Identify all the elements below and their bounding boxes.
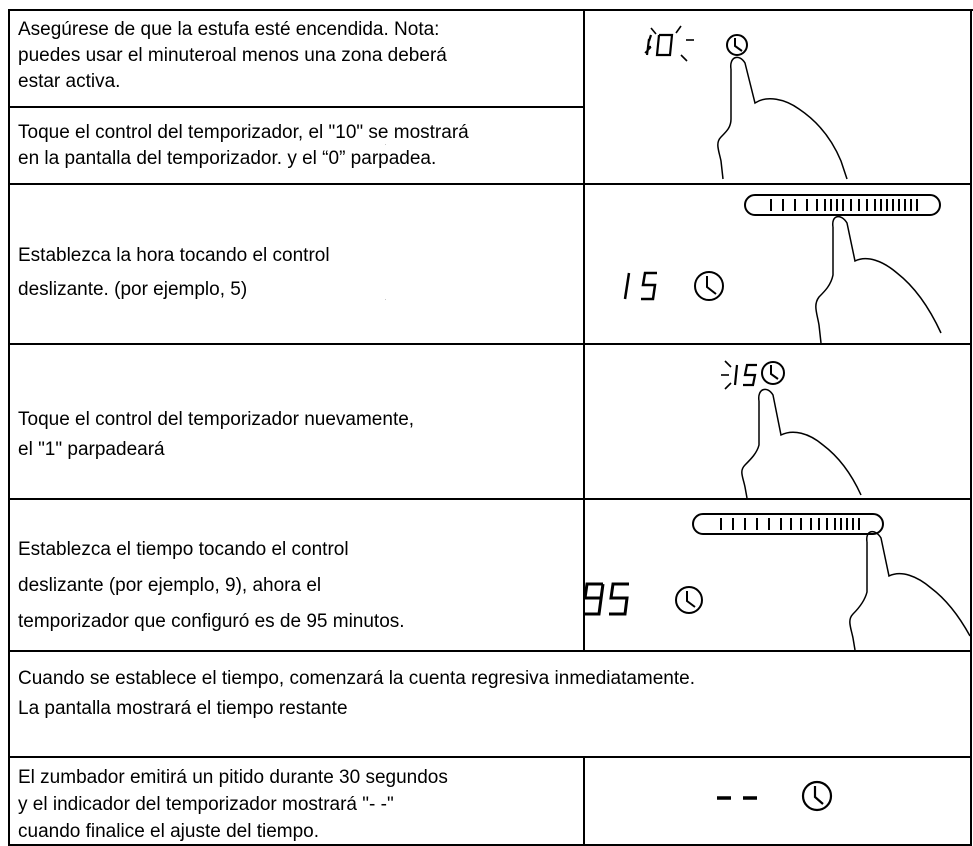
text-line: puedes usar el minuteroal menos una zona… [18, 45, 447, 66]
display-text: 15 [385, 144, 387, 146]
seven-segment-display [733, 363, 757, 387]
clock-icon [761, 361, 785, 385]
row-4-text: Toque el control del temporizador nuevam… [18, 405, 578, 465]
row-3-text: Establezca la hora tocando el control de… [18, 239, 578, 307]
display-text: 95 [385, 299, 387, 301]
pointing-hand-icon [849, 530, 971, 651]
blink-rays [721, 360, 732, 390]
row-6-text: Cuando se establece el tiempo, comenzará… [18, 664, 958, 724]
seven-segment-display [623, 271, 657, 301]
grid-row-line-3 [8, 343, 972, 345]
grid-bottom [8, 844, 972, 846]
pointing-hand-icon [717, 56, 848, 180]
illustration-timer-dashes: -- [385, 557, 833, 812]
text-line: y el indicador del temporizador mostrará… [18, 794, 394, 815]
text-line: cuando finalice el ajuste del tiempo. [18, 821, 320, 842]
clock-icon [675, 586, 703, 614]
clock-icon [801, 780, 833, 812]
row-2-text: Toque el control del temporizador, el "1… [18, 120, 578, 172]
text-line: Establezca el tiempo tocando el control [18, 539, 349, 560]
text-line: Cuando se establece el tiempo, comenzará… [18, 668, 695, 689]
row-7-text: El zumbador emitirá un pitido durante 30… [18, 764, 578, 845]
grid-right [970, 9, 972, 846]
row-1-text: Asegúrese de que la estufa esté encendid… [18, 17, 578, 95]
grid-row-line-6 [8, 756, 972, 758]
grid-row-line-2 [8, 183, 972, 185]
grid-row-line-1 [8, 106, 584, 108]
text-line: Asegúrese de que la estufa esté encendid… [18, 19, 440, 40]
pointing-hand-icon [741, 388, 862, 499]
text-line: Toque el control del temporizador nuevam… [18, 409, 415, 430]
grid-top [8, 9, 973, 11]
seven-segment-display [645, 33, 674, 57]
slider-bar-icon [692, 513, 884, 535]
pointing-hand-icon [815, 215, 942, 344]
illustration-timer-15-blink: 15 [385, 144, 862, 499]
clock-icon [726, 34, 748, 56]
grid-divider-upper [583, 9, 585, 651]
illustration-timer-95: 95 [385, 299, 971, 651]
text-line: estar activa. [18, 71, 121, 92]
text-line: deslizante. (por ejemplo, 5) [18, 279, 248, 300]
text-line: Toque el control del temporizador, el "1… [18, 122, 469, 143]
grid-row-line-4 [8, 498, 972, 500]
text-line: El zumbador emitirá un pitido durante 30… [18, 767, 448, 788]
row-5-text: Establezca el tiempo tocando el control … [18, 532, 578, 640]
text-line: en la pantalla del temporizador. y el “0… [18, 148, 437, 169]
seven-segment-display [583, 582, 629, 616]
illustration-timer-10: 10 [644, 25, 848, 180]
grid-divider-lower [583, 757, 585, 846]
grid-row-line-5 [8, 650, 972, 652]
text-line: La pantalla mostrará el tiempo restante [18, 698, 348, 719]
text-line: temporizador que configuró es de 95 minu… [18, 611, 405, 632]
display-text: -- [385, 557, 386, 559]
slider-bar-icon [744, 194, 941, 216]
illustration-timer-15: 15 [623, 194, 942, 344]
text-line: el "1" parpadeará [18, 439, 165, 460]
text-line: Establezca la hora tocando el control [18, 245, 330, 266]
clock-icon [694, 271, 724, 301]
text-line: deslizante (por ejemplo, 9), ahora el [18, 575, 322, 596]
grid-left [8, 9, 10, 846]
